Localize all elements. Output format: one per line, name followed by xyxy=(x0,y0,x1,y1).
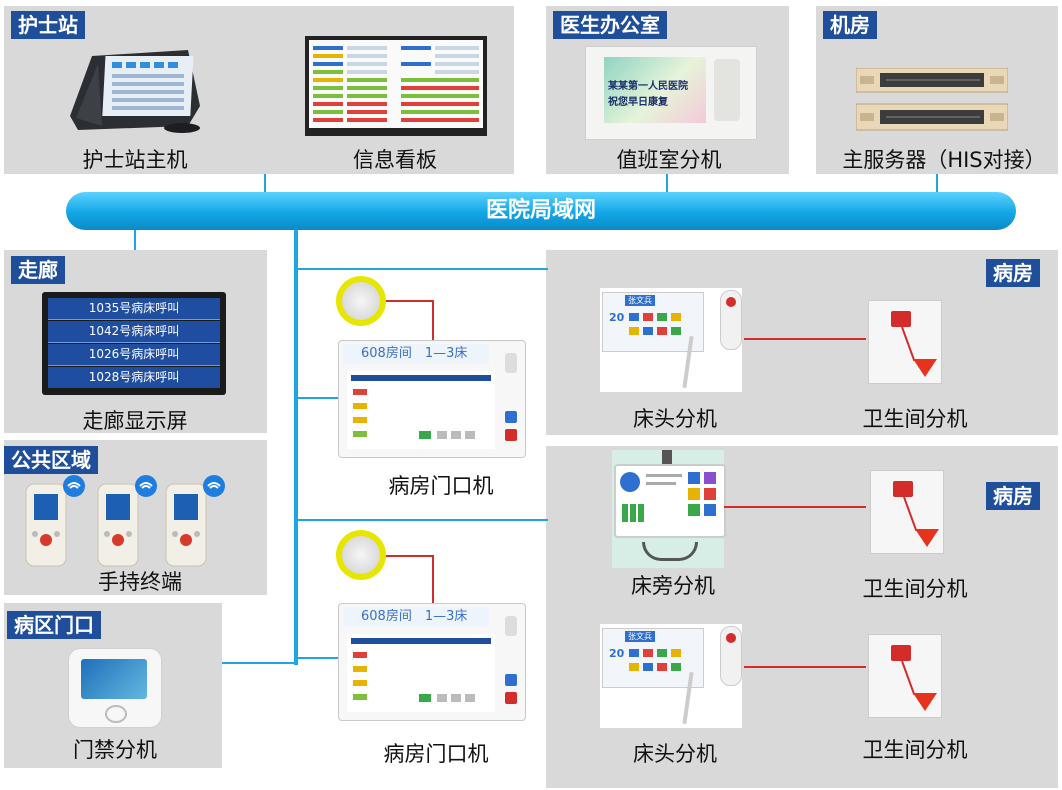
duty-room-keypad xyxy=(714,59,740,121)
door-unit-2-speaker xyxy=(505,616,517,636)
door-unit-1-label: 病房门口机 xyxy=(388,474,494,498)
corridor-call-row: 1028号病床呼叫 xyxy=(48,367,220,388)
bedside-unit-1-handset xyxy=(720,290,742,350)
duty-room-screen: 某某第一人民医院 祝您早日康复 xyxy=(604,57,706,123)
main-server-label: 主服务器（HIS对接） xyxy=(842,148,1046,172)
bedside-unit-1-label: 床头分机 xyxy=(633,407,717,431)
access-control-device xyxy=(68,648,162,728)
bedside-unit-2-handset xyxy=(720,626,742,686)
bedside-terminal-label: 床旁分机 xyxy=(631,574,715,598)
corridor-display-label: 走廊显示屏 xyxy=(82,409,188,433)
door-unit-2-device: 608房间 1—3床 xyxy=(338,603,526,721)
server-room-title: 机房 xyxy=(823,11,877,39)
network-label: 医院局域网 xyxy=(485,198,596,223)
door-light-link-2a xyxy=(386,555,434,557)
bedside-unit-2-label: 床头分机 xyxy=(633,742,717,766)
bed-bath-link-1 xyxy=(744,338,866,340)
bedside-unit-2-patient: 张文兵 xyxy=(625,631,655,642)
bathroom-unit-3-label: 卫生间分机 xyxy=(862,738,968,762)
bedside-unit-1-device: 张文兵 20 xyxy=(600,288,742,392)
branch-upper xyxy=(296,268,548,270)
bedside-terminal-device xyxy=(612,450,726,568)
corridor-call-row: 1026号病床呼叫 xyxy=(48,344,220,366)
bed-bath-link-3 xyxy=(744,666,866,668)
door-unit-2-call-icon xyxy=(505,692,517,704)
door-unit-1-screen xyxy=(347,371,495,449)
bathroom-unit-1-label: 卫生间分机 xyxy=(862,407,968,431)
link-door-unit-2 xyxy=(296,657,338,659)
corridor-call-row: 1042号病床呼叫 xyxy=(48,321,220,343)
bathroom-unit-2-device xyxy=(870,470,944,554)
door-unit-2-label: 病房门口机 xyxy=(383,742,489,766)
access-control-label: 门禁分机 xyxy=(73,738,157,762)
ward-1-title: 病房 xyxy=(986,259,1040,287)
door-unit-2-card-icon xyxy=(505,674,517,686)
door-unit-1-header: 608房间 1—3床 xyxy=(343,344,489,364)
link-server-room xyxy=(936,174,938,194)
door-unit-1-device: 608房间 1—3床 xyxy=(338,340,526,458)
access-control-screen xyxy=(81,659,147,699)
door-light-1 xyxy=(336,276,386,326)
ward-gate-title: 病区门口 xyxy=(7,611,101,639)
public-area-title: 公共区域 xyxy=(4,446,98,474)
duty-room-screen-text-2: 祝您早日康复 xyxy=(608,97,668,108)
info-board-label: 信息看板 xyxy=(353,148,437,172)
bathroom-unit-2-label: 卫生间分机 xyxy=(862,577,968,601)
access-control-nfc-icon xyxy=(105,705,127,723)
door-unit-2-screen xyxy=(347,634,495,712)
doctor-office-title: 医生办公室 xyxy=(553,11,667,39)
info-board-device xyxy=(305,36,487,136)
corridor-display-device: 1035号病床呼叫 1042号病床呼叫 1026号病床呼叫 1028号病床呼叫 xyxy=(42,292,226,395)
duty-room-screen-text-1: 某某第一人民医院 xyxy=(608,81,688,92)
door-unit-1-speaker xyxy=(505,353,517,373)
nurse-station-title: 护士站 xyxy=(11,11,85,39)
door-light-link-1a xyxy=(386,300,434,302)
link-corridor xyxy=(134,228,136,250)
bedside-unit-1-bed-no: 20 xyxy=(609,311,625,324)
network-bus: 医院局域网 xyxy=(66,192,1016,230)
nurse-host-device xyxy=(70,50,200,133)
bedside-unit-2-device: 张文兵 20 xyxy=(600,624,742,728)
bathroom-unit-1-device xyxy=(868,300,942,384)
duty-room-label: 值班室分机 xyxy=(616,148,722,172)
door-unit-1-call-icon xyxy=(505,429,517,441)
door-light-link-2b xyxy=(432,555,434,605)
handheld-terminals-device xyxy=(25,475,225,567)
branch-lower xyxy=(296,519,548,521)
bed-bath-link-2 xyxy=(724,506,866,508)
main-server-device xyxy=(856,68,1008,131)
trunk-vertical xyxy=(294,228,298,665)
bedside-unit-2-bed-no: 20 xyxy=(609,647,625,660)
door-unit-2-header: 608房间 1—3床 xyxy=(343,607,489,627)
ward-2-title: 病房 xyxy=(986,482,1040,510)
door-unit-1-card-icon xyxy=(505,411,517,423)
link-door-unit-1 xyxy=(296,397,338,399)
door-light-2 xyxy=(336,530,386,580)
bathroom-unit-3-device xyxy=(868,634,942,718)
door-light-link-1b xyxy=(432,300,434,342)
handheld-label: 手持终端 xyxy=(98,570,182,594)
corridor-call-row: 1035号病床呼叫 xyxy=(48,298,220,320)
link-nurse-station xyxy=(264,174,266,194)
link-ward-gate xyxy=(222,662,296,664)
link-doctor-office xyxy=(666,174,668,194)
corridor-title: 走廊 xyxy=(11,256,65,284)
duty-room-extension-device: 某某第一人民医院 祝您早日康复 xyxy=(585,46,757,140)
bedside-unit-1-patient: 张文兵 xyxy=(625,295,655,306)
nurse-host-label: 护士站主机 xyxy=(82,148,188,172)
